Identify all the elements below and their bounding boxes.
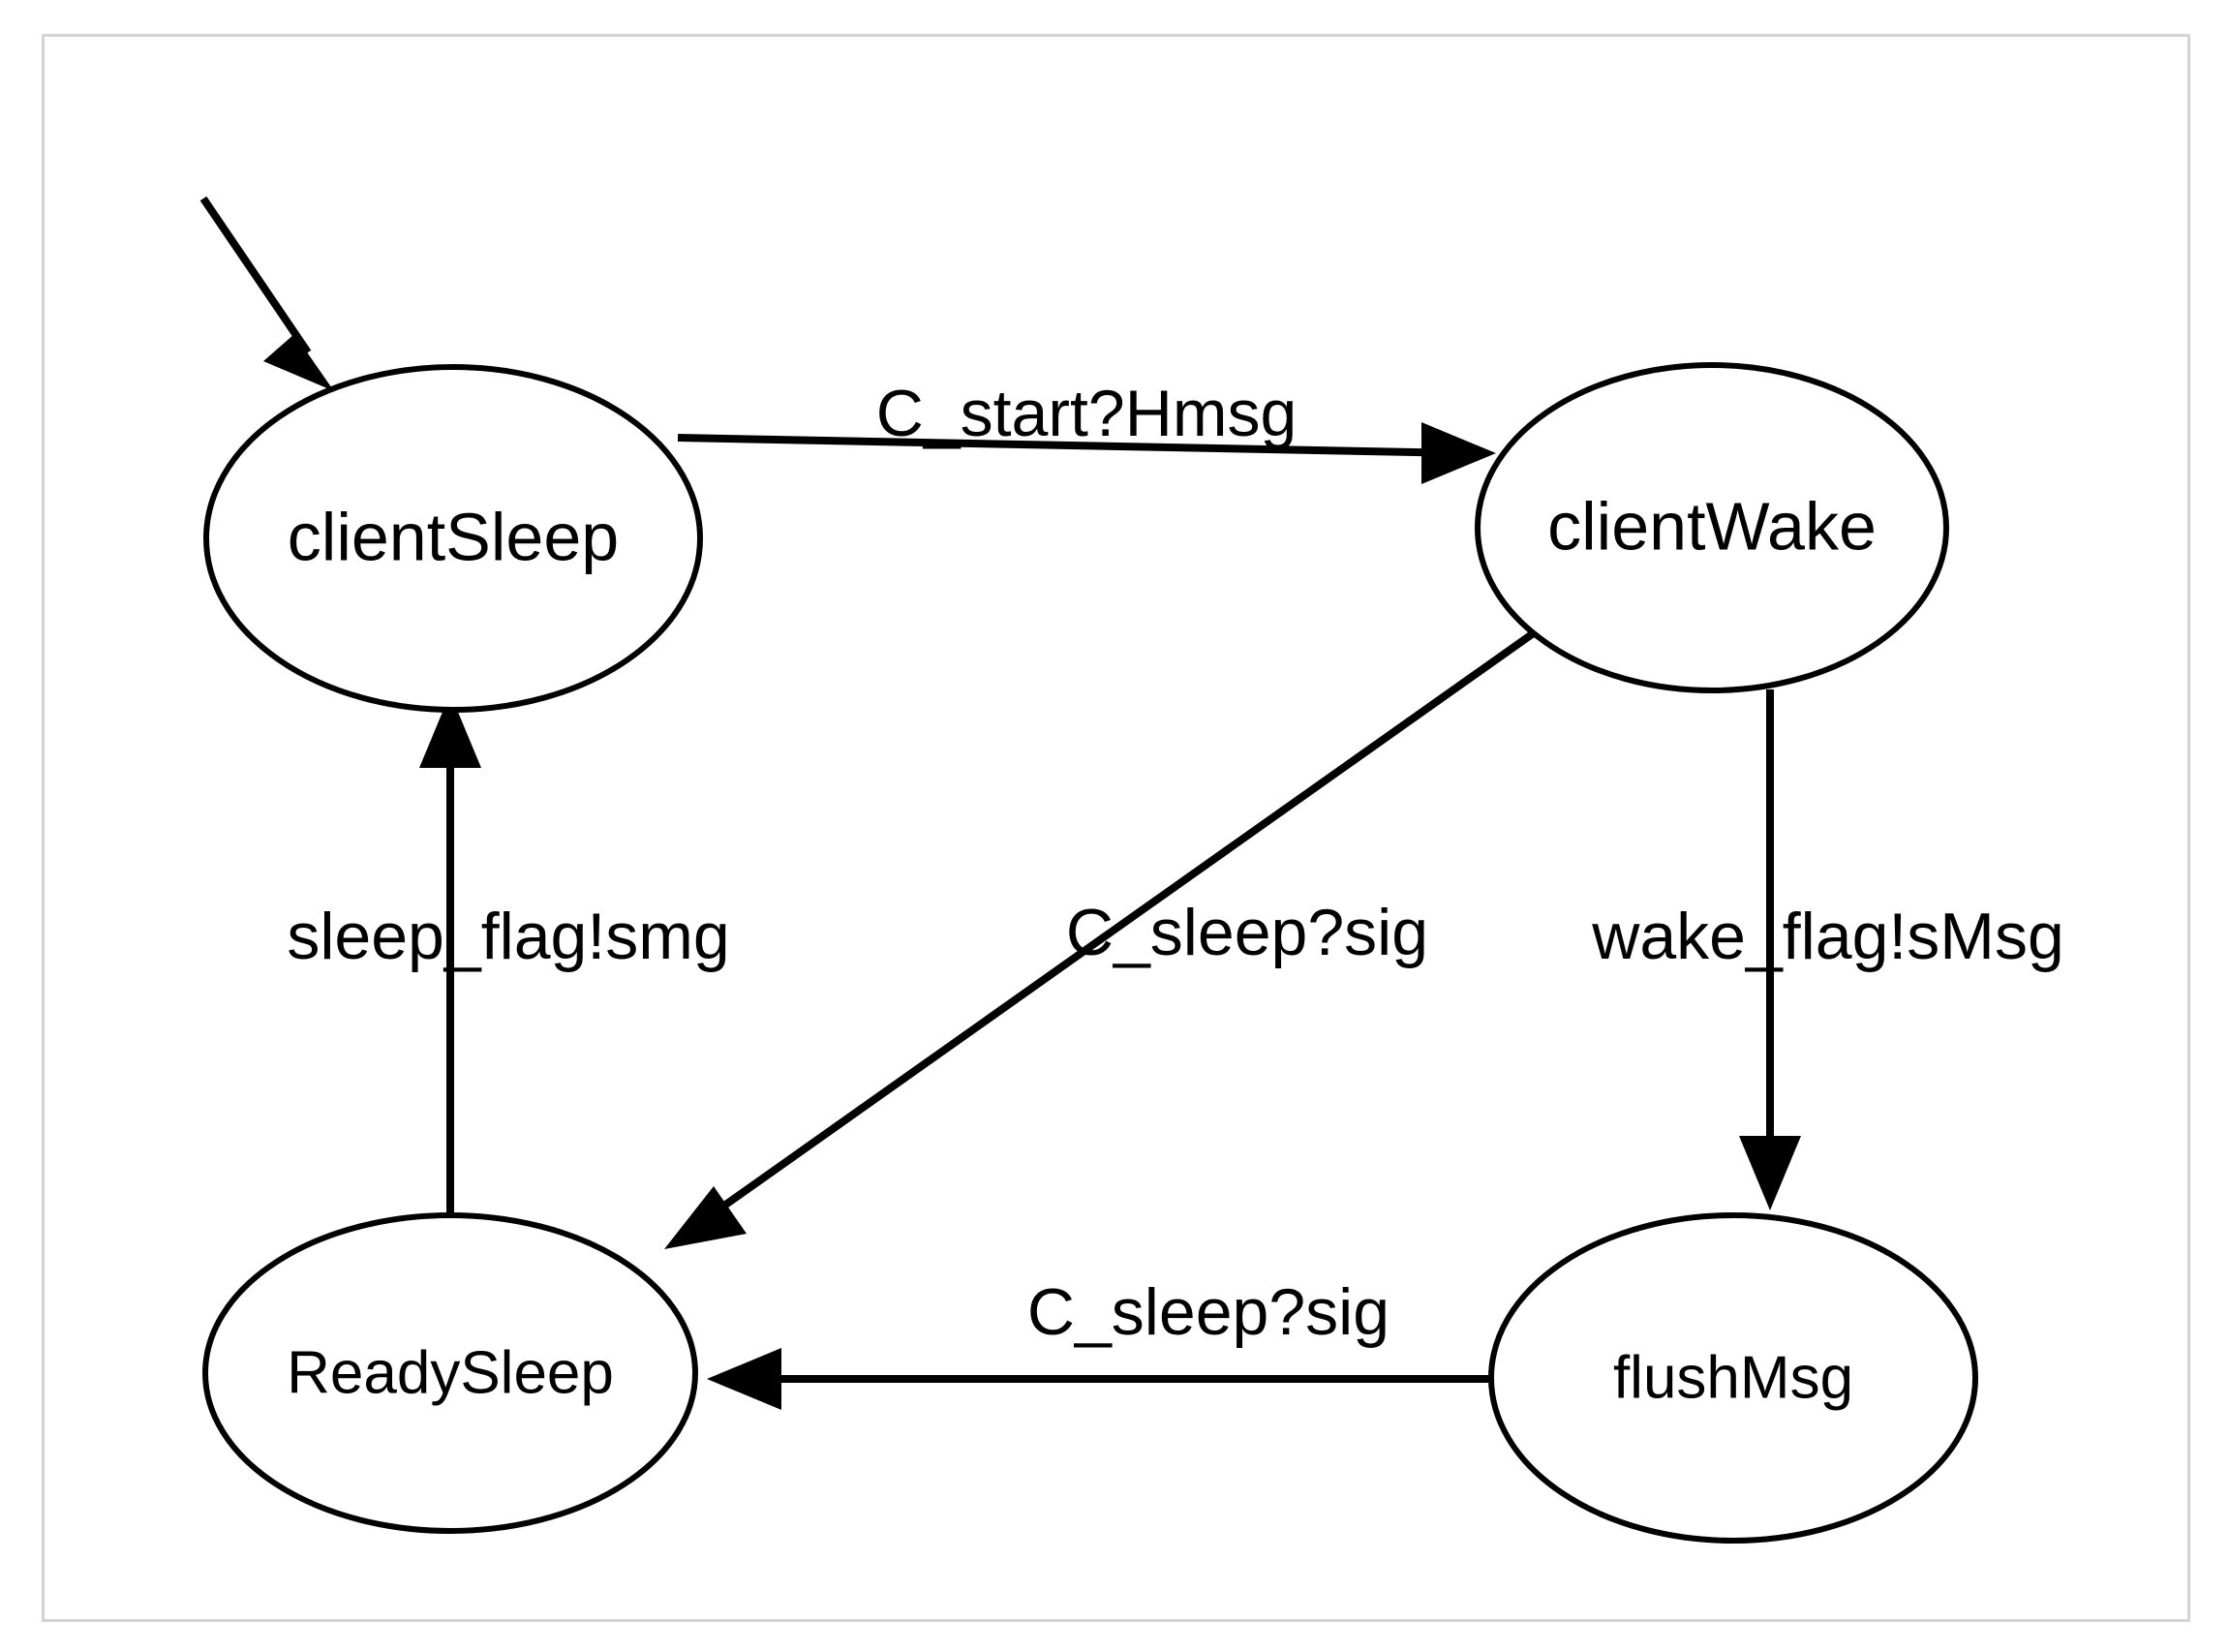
- initial-arrow-head: [263, 334, 334, 391]
- node-label-clientSleep: clientSleep: [288, 499, 619, 574]
- edge-label-c-start-hmsg: C_start?Hmsg: [876, 377, 1298, 450]
- initial-state-arrow: [199, 196, 334, 391]
- node-label-flushMsg: flushMsg: [1613, 1344, 1853, 1411]
- edge-line-c-sleep-diagonal: [698, 624, 1544, 1226]
- node-clientSleep[interactable]: clientSleep: [203, 364, 703, 713]
- edge-label-sleep-flag-smg: sleep_flag!smg: [287, 900, 729, 973]
- node-shape-clientSleep[interactable]: [203, 364, 703, 713]
- edge-flushMsg-to-ReadySleep[interactable]: C_sleep?sig: [707, 1275, 1489, 1410]
- node-shape-ReadySleep[interactable]: [202, 1212, 698, 1534]
- edge-clientWake-to-flushMsg[interactable]: wake_flag!sMsg: [1591, 689, 2064, 1210]
- edge-arrowhead-wake-flag: [1739, 1136, 1801, 1210]
- node-shape-flushMsg[interactable]: [1488, 1212, 1978, 1544]
- node-clientWake[interactable]: clientWake: [1475, 362, 1949, 693]
- edge-clientWake-to-ReadySleep[interactable]: C_sleep?sig: [664, 624, 1544, 1249]
- edge-label-wake-flag-smsg: wake_flag!sMsg: [1591, 900, 2064, 973]
- edge-arrowhead-c-start: [1421, 422, 1496, 484]
- edge-clientSleep-to-clientWake[interactable]: C_start?Hmsg: [677, 377, 1496, 484]
- node-label-ReadySleep: ReadySleep: [287, 1339, 614, 1406]
- edge-arrowhead-sleep-flag: [419, 693, 481, 768]
- edge-label-c-sleep-sig-bottom: C_sleep?sig: [1027, 1275, 1389, 1349]
- node-ReadySleep[interactable]: ReadySleep: [202, 1212, 698, 1534]
- node-shape-clientWake[interactable]: [1475, 362, 1949, 693]
- node-flushMsg[interactable]: flushMsg: [1488, 1212, 1978, 1544]
- node-label-clientWake: clientWake: [1547, 488, 1877, 564]
- edge-label-c-sleep-sig-diagonal: C_sleep?sig: [1066, 896, 1428, 969]
- initial-arrow-line: [199, 196, 312, 355]
- edge-arrowhead-c-sleep-diagonal: [664, 1186, 747, 1249]
- edge-ReadySleep-to-clientSleep[interactable]: sleep_flag!smg: [287, 693, 730, 1216]
- edge-line-c-start: [677, 434, 1465, 457]
- edge-arrowhead-c-sleep-bottom: [707, 1348, 781, 1410]
